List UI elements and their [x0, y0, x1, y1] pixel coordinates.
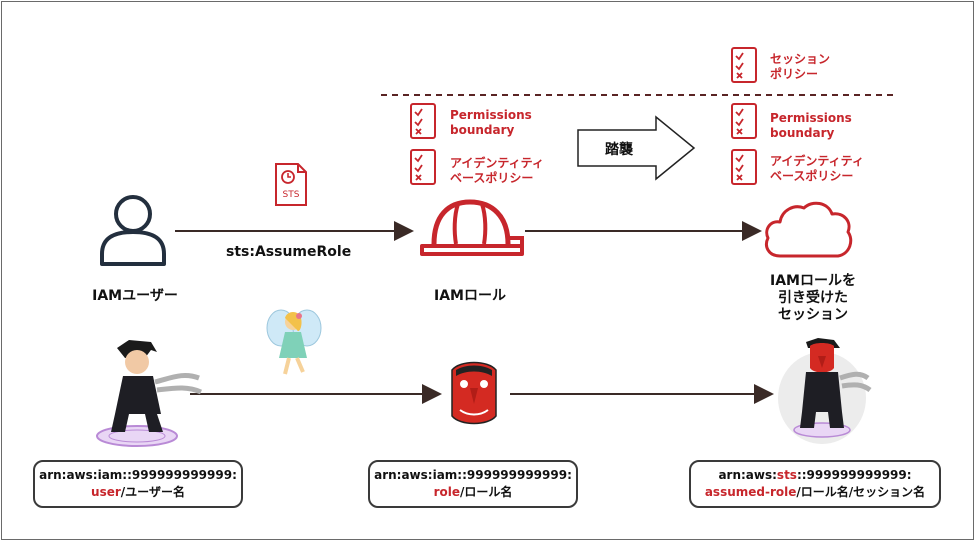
role-boundary-checklist-icon: [410, 103, 436, 139]
session-boundary-checklist-icon: [731, 103, 757, 139]
sts-document-icon: STS: [275, 163, 307, 206]
user-arn-type: user: [91, 485, 121, 499]
session-label: IAMロールを 引き受けた セッション: [770, 273, 856, 323]
session-arn-service: sts: [776, 468, 797, 482]
session-arn-account: ::999999999999:: [796, 468, 912, 482]
fairy-illustration: [266, 309, 322, 375]
assume-role-label: sts:AssumeRole: [226, 244, 352, 260]
user-arn-rest: /ユーザー名: [120, 485, 185, 499]
session-policy-label: セッション ポリシー: [770, 52, 831, 81]
session-identity-checklist-icon: [731, 149, 757, 185]
hard-hat-icon: [420, 199, 524, 256]
role-arn-rest: /ロール名: [460, 485, 513, 499]
session-character-illustration: [778, 338, 872, 444]
session-permissions-boundary-label: Permissions boundary: [770, 111, 852, 140]
role-arn-type: role: [433, 485, 461, 499]
role-identity-checklist-icon: [410, 149, 436, 185]
role-arn-box: arn:aws:iam::999999999999: role/ロール名: [368, 460, 578, 508]
inherit-arrow-icon: [577, 115, 696, 181]
student-character-illustration: [96, 340, 202, 447]
tengu-mask-illustration: [451, 361, 497, 425]
user-arn-box: arn:aws:iam::999999999999: user/ユーザー名: [33, 460, 243, 508]
user-label: IAMユーザー: [92, 288, 178, 304]
cloud-icon: [765, 201, 853, 258]
session-policy-checklist-icon: [731, 47, 757, 83]
session-identity-policy-label: アイデンティティ ベースポリシー: [770, 154, 864, 183]
user-arn-line1: arn:aws:iam::999999999999:: [39, 468, 237, 482]
role-label: IAMロール: [434, 288, 506, 304]
inherit-label: 踏襲: [605, 142, 633, 158]
role-permissions-boundary-label: Permissions boundary: [450, 108, 532, 137]
sts-icon-label: STS: [283, 190, 300, 200]
session-arn-prefix: arn:aws:: [718, 468, 777, 482]
role-arn-line1: arn:aws:iam::999999999999:: [374, 468, 572, 482]
role-identity-policy-label: アイデンティティ ベースポリシー: [450, 156, 544, 185]
session-arn-rest: /ロール名/セッション名: [796, 485, 926, 499]
session-arn-type: assumed-role: [704, 485, 797, 499]
user-icon: [100, 195, 166, 266]
session-arn-box: arn:aws:sts::999999999999: assumed-role/…: [689, 460, 941, 508]
